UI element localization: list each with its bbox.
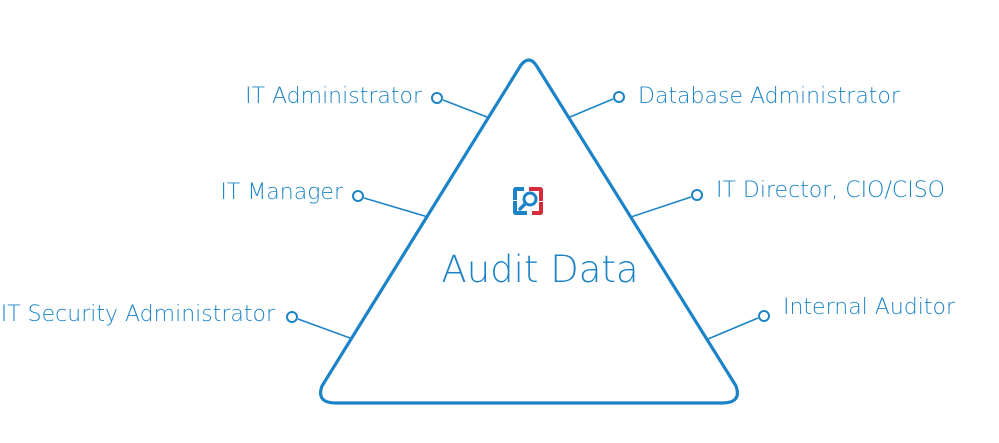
connector-it-director bbox=[630, 189, 703, 218]
role-label-it-administrator: IT Administrator bbox=[245, 84, 422, 109]
connector-it-security-administrator bbox=[286, 311, 351, 339]
connector-internal-auditor bbox=[707, 310, 770, 340]
connector-database-administrator bbox=[569, 91, 625, 118]
role-label-database-administrator: Database Administrator bbox=[638, 84, 900, 109]
connector-it-manager bbox=[352, 190, 429, 218]
audit-triangle bbox=[319, 58, 739, 405]
audit-magnifier-logo-icon bbox=[510, 183, 546, 219]
center-title: Audit Data bbox=[441, 248, 639, 291]
role-label-it-director: IT Director, CIO/CISO bbox=[716, 178, 945, 203]
connector-it-administrator bbox=[431, 92, 488, 118]
role-label-it-security-administrator: IT Security Administrator bbox=[0, 302, 275, 327]
role-label-it-manager: IT Manager bbox=[220, 180, 343, 205]
role-label-internal-auditor: Internal Auditor bbox=[783, 295, 955, 320]
